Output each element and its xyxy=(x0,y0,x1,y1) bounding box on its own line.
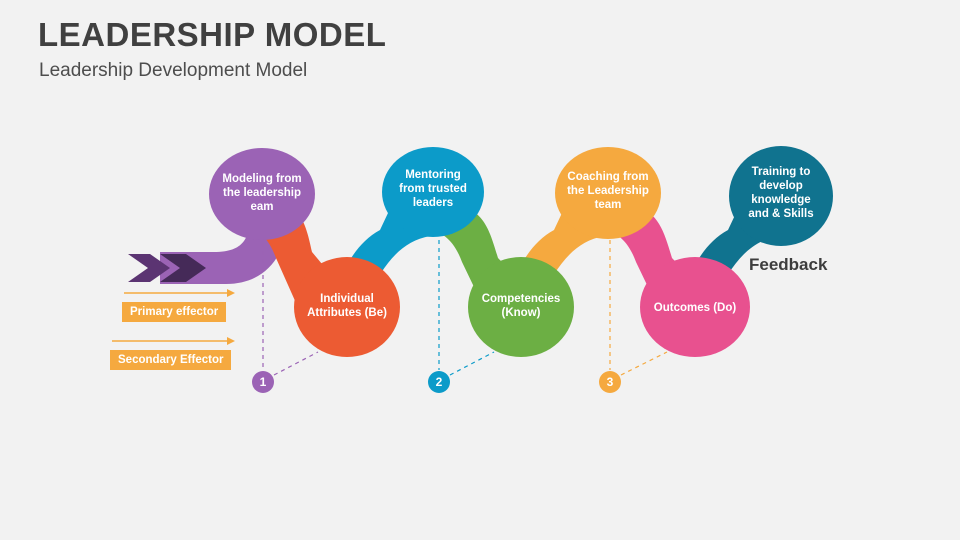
marker-3-group[interactable] xyxy=(599,240,668,393)
legend-secondary-effector[interactable]: Secondary Effector xyxy=(110,350,232,370)
node-mentoring[interactable] xyxy=(382,147,484,237)
node-competencies[interactable] xyxy=(468,257,574,357)
node-outcomes[interactable] xyxy=(640,257,750,357)
node-training[interactable] xyxy=(729,146,833,246)
feedback-label: Feedback xyxy=(749,255,828,274)
legend-arrow-secondary xyxy=(112,337,235,345)
marker-2-badge[interactable] xyxy=(428,371,450,393)
legend-primary-effector[interactable]: Primary effector xyxy=(122,302,227,322)
marker-2-group[interactable] xyxy=(428,240,495,393)
node-individual[interactable] xyxy=(294,257,400,357)
marker-3-badge[interactable] xyxy=(599,371,621,393)
marker-1-badge[interactable] xyxy=(252,371,274,393)
page-subtitle: Leadership Development Model xyxy=(39,60,308,81)
chevron-arrow-icon xyxy=(128,254,206,282)
marker-1-group[interactable] xyxy=(252,243,319,393)
legend-arrow-primary xyxy=(124,289,235,297)
node-modeling[interactable] xyxy=(209,148,315,240)
node-coaching[interactable] xyxy=(555,147,661,239)
page-title: LEADERSHIP MODEL xyxy=(38,16,387,53)
